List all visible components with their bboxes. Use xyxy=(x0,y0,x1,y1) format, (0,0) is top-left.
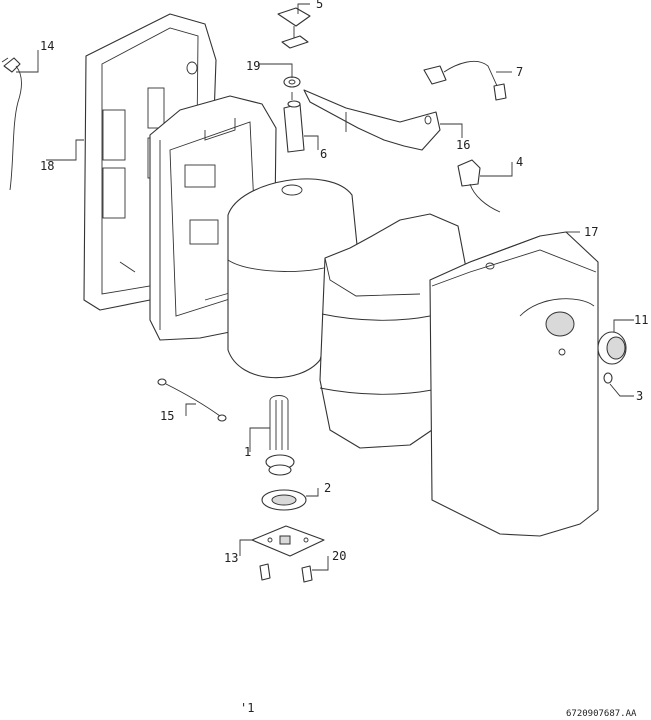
label-11: 11 xyxy=(634,313,648,327)
label-17: 17 xyxy=(584,225,598,239)
part-14-power-cable xyxy=(1,57,22,191)
label-15: 15 xyxy=(160,409,174,423)
leader-lines xyxy=(16,3,634,571)
part-7-sensor-wire xyxy=(423,60,507,101)
part-15-earth-cable xyxy=(157,378,227,422)
label-7: 7 xyxy=(516,65,523,79)
page-marker: '1 xyxy=(240,701,254,715)
part-11-knob xyxy=(597,331,627,365)
label-14: 14 xyxy=(40,39,54,53)
label-4: 4 xyxy=(516,155,523,169)
part-3-plug xyxy=(603,372,613,384)
label-6: 6 xyxy=(320,147,327,161)
part-20-connectors xyxy=(259,563,313,583)
label-13: 13 xyxy=(224,551,238,565)
part-labels: 5 14 18 19 7 6 16 4 17 11 3 15 1 2 13 20 xyxy=(40,0,648,565)
label-3: 3 xyxy=(636,389,643,403)
part-6-anode xyxy=(283,92,305,153)
label-1: 1 xyxy=(244,445,251,459)
part-17-front-cover xyxy=(429,231,599,537)
label-16: 16 xyxy=(456,138,470,152)
part-5-thermostat xyxy=(277,7,311,49)
part-front-insulation xyxy=(319,213,467,449)
label-20: 20 xyxy=(332,549,346,563)
label-2: 2 xyxy=(324,481,331,495)
part-16-bracket xyxy=(303,89,441,151)
label-18: 18 xyxy=(40,159,54,173)
label-5: 5 xyxy=(316,0,323,11)
part-19-ring xyxy=(283,76,301,88)
part-2-gasket xyxy=(261,489,307,511)
drawing-code: 6720907687.AA xyxy=(566,709,637,719)
part-13-plate xyxy=(251,525,325,557)
label-19: 19 xyxy=(246,59,260,73)
part-1-heating-element xyxy=(265,395,295,476)
part-4-module xyxy=(457,159,501,213)
